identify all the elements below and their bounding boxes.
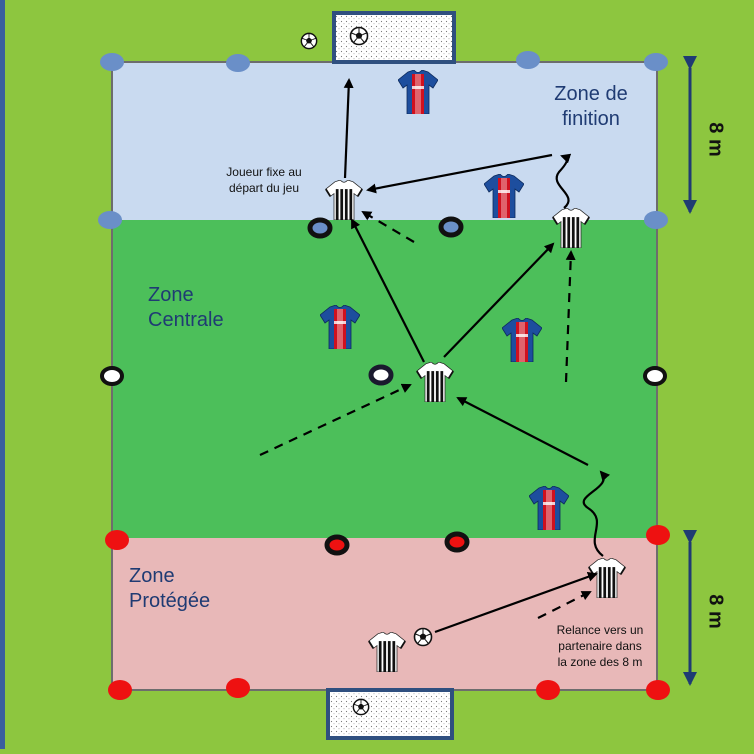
zone-finition-line2: finition <box>562 108 620 130</box>
relance-line3: la zone des 8 m <box>557 655 643 670</box>
ring-cone <box>324 534 350 556</box>
zone-protegee-label: Zone Protégée <box>129 564 210 614</box>
white-cone <box>100 366 124 386</box>
joueur-fixe-line2: départ du jeu <box>228 181 300 196</box>
zone-finition-label: Zone de finition <box>541 82 641 132</box>
dimension-label-top: 8 m <box>704 122 727 157</box>
ball-icon <box>300 32 318 50</box>
zone-centrale-line2: Centrale <box>148 309 224 331</box>
red-cones <box>105 525 670 700</box>
relance-line1: Relance vers un <box>556 623 644 637</box>
pass-arrows <box>343 78 598 634</box>
white-cone <box>368 364 394 386</box>
left-border <box>0 0 5 749</box>
ring-cone <box>444 531 470 553</box>
run-arrows <box>259 210 592 619</box>
relance-line2: partenaire dans <box>558 639 642 654</box>
bottom-goal <box>326 688 454 740</box>
ball-icon <box>349 26 369 46</box>
dribble-arrow <box>555 153 572 209</box>
relance-note: Relance vers un partenaire dans la zone … <box>540 622 660 671</box>
zone-centrale-line1: Zone <box>148 284 194 306</box>
zone-finition-line1: Zone de <box>554 83 628 105</box>
dimension-label-bottom: 8 m <box>704 594 727 629</box>
top-goal <box>332 11 456 64</box>
zone-protegee-line2: Protégée <box>129 590 211 612</box>
zone-centrale-label: Zone Centrale <box>148 283 224 333</box>
joueur-fixe-line1: Joueur fixe au <box>226 165 302 179</box>
zone-protegee-line1: Zone <box>129 565 175 587</box>
ball-icon <box>413 627 433 647</box>
dribble-arrow <box>582 470 611 557</box>
joueur-fixe-note: Joueur fixe au départ du jeu <box>214 164 314 196</box>
blue-cones <box>98 51 668 229</box>
white-cone <box>643 366 667 386</box>
ring-cone <box>438 216 464 238</box>
ring-cone <box>307 217 333 239</box>
ball-icon <box>352 698 370 716</box>
